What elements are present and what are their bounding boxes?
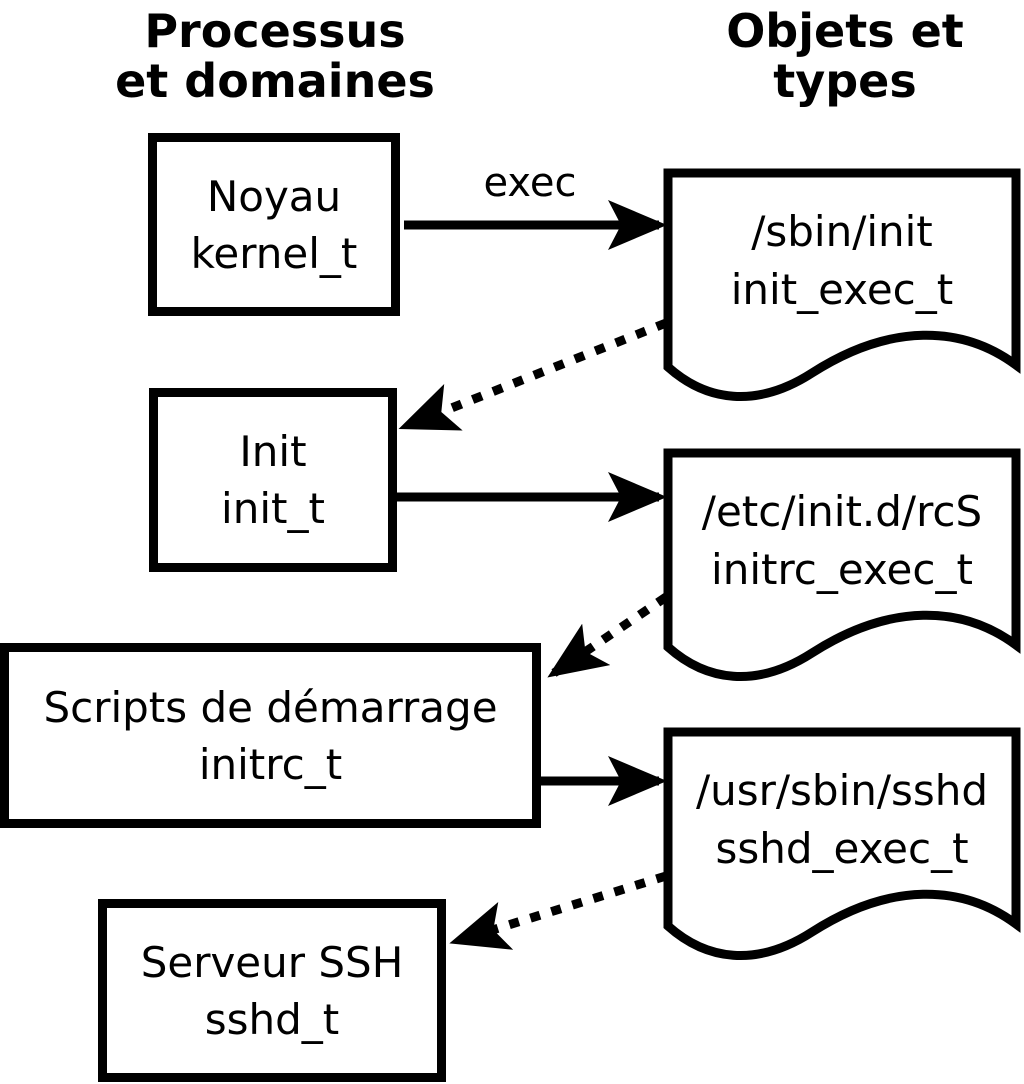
transition-arrow-init-binary-to-init [398,318,668,431]
process-name-sshd: Serveur SSH [140,937,404,987]
document-shape-init-binary [663,168,1021,401]
process-box-sshd: Serveur SSH sshd_t [98,899,446,1082]
process-box-init: Init init_t [149,388,397,572]
process-domain-initrc: initrc_t [198,739,343,789]
transition-arrow-sshd-binary-to-sshd [449,871,668,950]
process-name-initrc: Scripts de démarrage [43,682,498,732]
object-path-sshd-binary: /usr/sbin/sshd [695,766,989,815]
column-header-objects: Objets et types [640,6,1024,106]
object-path-rcs-script: /etc/init.d/rcS [701,487,983,536]
column-header-processes: Processus et domaines [60,6,490,106]
document-label-init-binary: /sbin/init init_exec_t [668,171,1016,351]
process-name-kernel: Noyau [206,171,342,221]
column-header-processes-line1: Processus [144,4,406,58]
document-shape-rcs-script [663,448,1021,681]
object-type-sshd-binary: sshd_exec_t [715,824,969,873]
process-box-kernel: Noyau kernel_t [148,133,400,316]
object-type-init-binary: init_exec_t [730,265,954,314]
document-label-rcs-script: /etc/init.d/rcS initrc_exec_t [668,451,1016,631]
column-header-processes-line2: et domaines [115,54,435,108]
process-name-init: Init [239,427,307,476]
document-shape-sshd-binary [663,727,1021,960]
column-header-objects-line2: types [773,54,917,108]
object-type-rcs-script: initrc_exec_t [711,545,973,594]
document-label-sshd-binary: /usr/sbin/sshd sshd_exec_t [668,730,1016,910]
process-domain-kernel: kernel_t [190,228,358,278]
process-domain-init: init_t [221,484,325,533]
column-header-objects-line1: Objets et [726,4,964,58]
process-domain-sshd: sshd_t [204,994,340,1044]
process-box-initrc: Scripts de démarrage initrc_t [0,643,541,828]
transition-arrow-rcs-script-to-initrc [547,593,669,678]
exec-arrow-label: exec [483,160,577,206]
object-path-init-binary: /sbin/init [751,207,933,256]
